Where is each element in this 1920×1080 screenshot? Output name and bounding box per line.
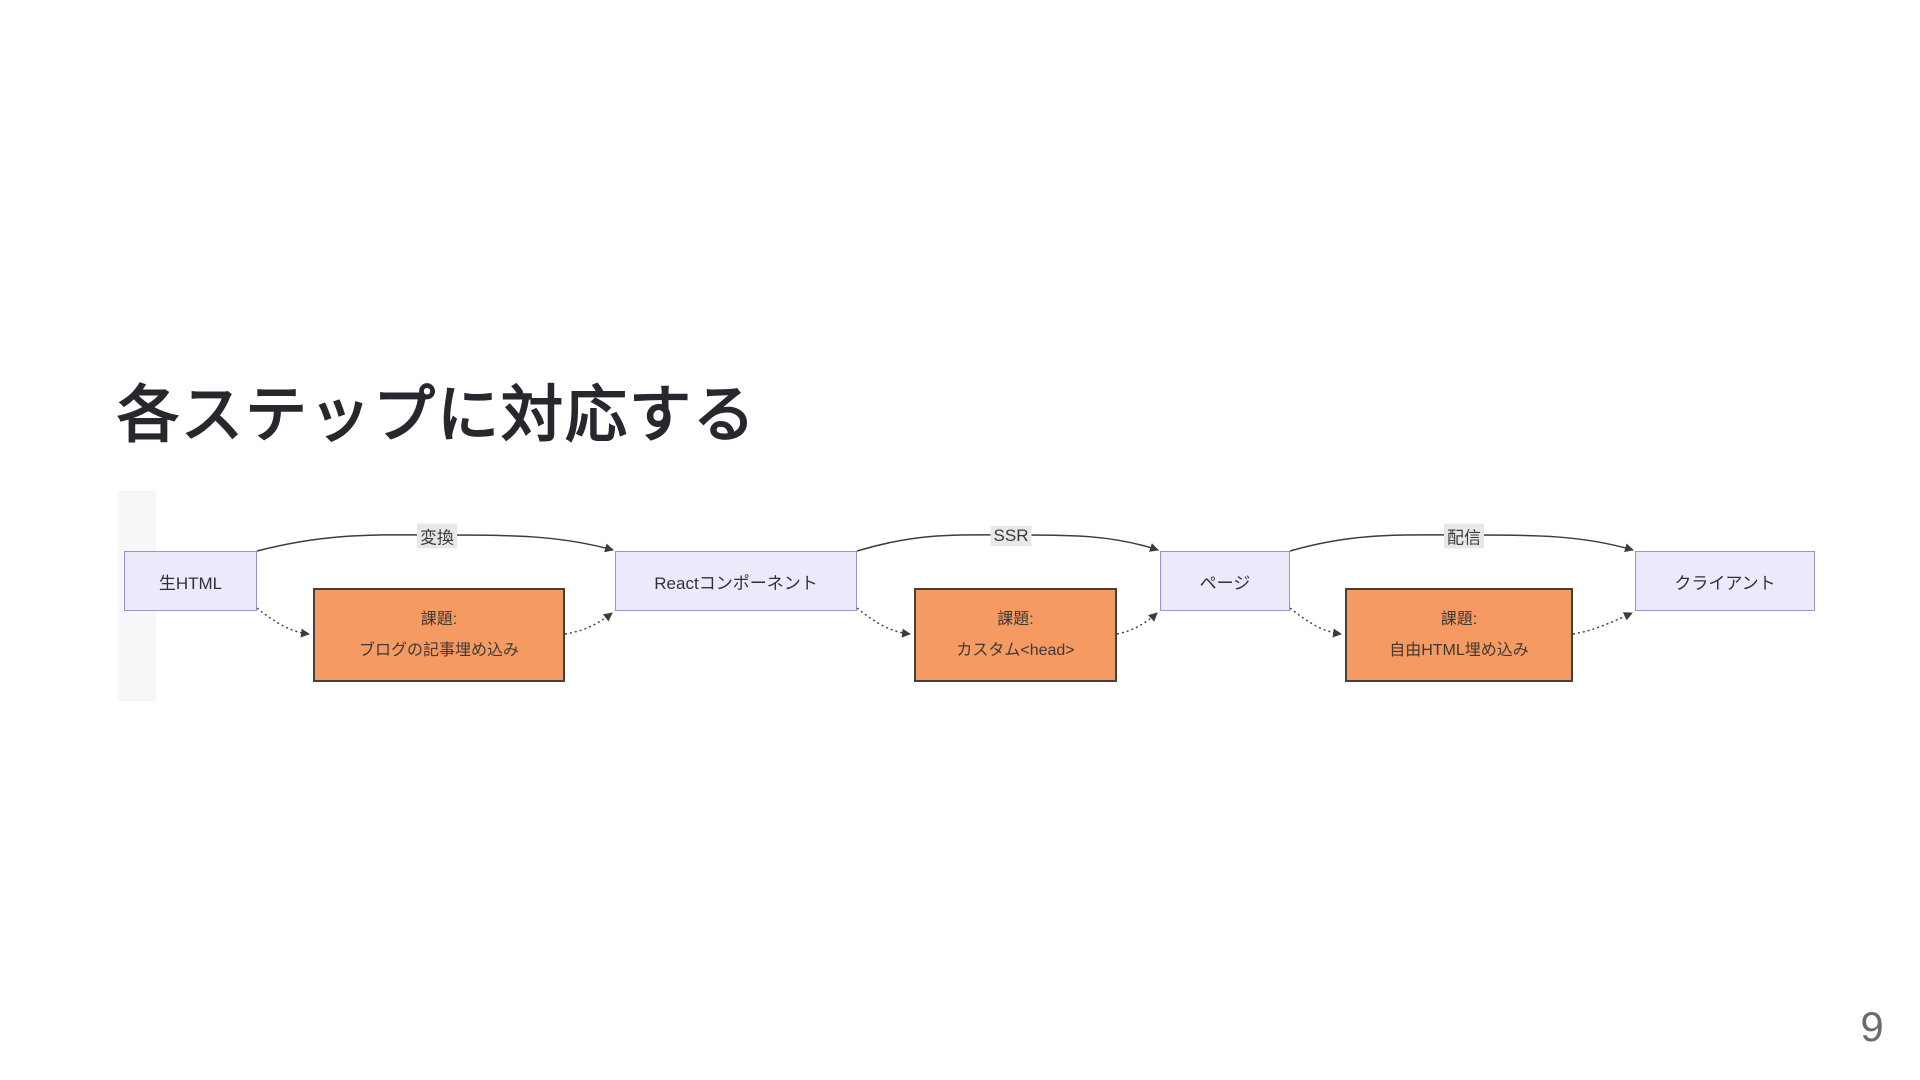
issue-box-blog-embed: 課題: ブログの記事埋め込み — [313, 588, 565, 682]
node-react-component: Reactコンポーネント — [615, 551, 857, 611]
issue-text: カスタム<head> — [956, 642, 1075, 659]
edge-label-ssr: SSR — [990, 526, 1032, 546]
issue-box-custom-head: 課題: カスタム<head> — [914, 588, 1117, 682]
edge-issue1-to-react — [564, 612, 613, 635]
page-title: 各ステップに対応する — [117, 381, 758, 450]
edge-issue3-to-client — [1572, 612, 1633, 635]
node-react-component-label: Reactコンポーネント — [654, 573, 818, 593]
issue-text: ブログの記事埋め込み — [358, 642, 519, 659]
node-client: クライアント — [1635, 551, 1815, 611]
issue-box-free-html-embed: 課題: 自由HTML埋め込み — [1345, 588, 1573, 682]
node-page-label: ページ — [1199, 573, 1251, 593]
issue-heading: 課題: — [997, 610, 1034, 628]
issue-text: 自由HTML埋め込み — [1389, 642, 1529, 659]
issue-heading: 課題: — [420, 610, 458, 628]
page-number: 9 — [1860, 1003, 1884, 1050]
edge-label-transform: 変換 — [417, 523, 457, 549]
node-raw-html-label: 生HTML — [158, 573, 223, 593]
flow-diagram: 生HTML Reactコンポーネント ページ クライアント 変換 SSR 配信 … — [110, 485, 1830, 715]
edge-rawhtml-to-issue1 — [256, 607, 310, 638]
issue-heading: 課題: — [1440, 610, 1478, 628]
edge-issue2-to-page — [1116, 612, 1158, 635]
node-raw-html: 生HTML — [124, 551, 257, 611]
edge-label-distribution: 配信 — [1444, 523, 1484, 549]
node-page: ページ — [1160, 551, 1290, 611]
edge-react-to-issue2 — [856, 607, 911, 638]
node-client-label: クライアント — [1674, 573, 1776, 593]
edge-page-to-issue3 — [1289, 607, 1342, 638]
